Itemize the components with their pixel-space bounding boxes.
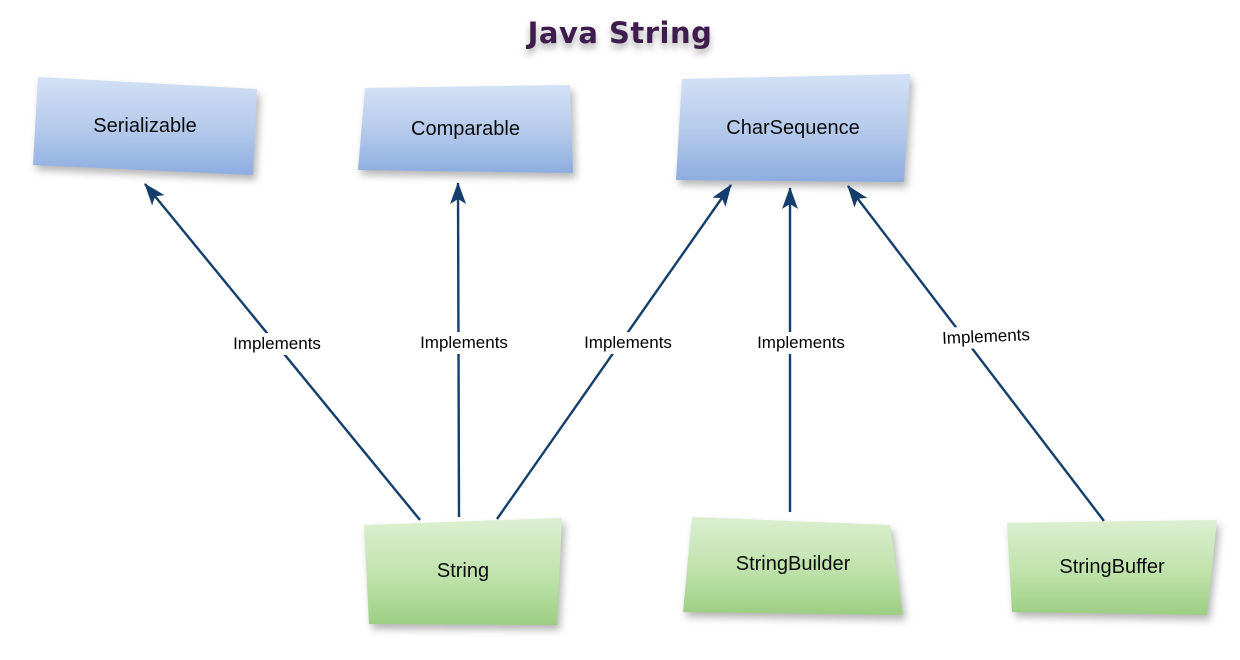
node-label: String [436, 559, 490, 582]
node-stringbuilder: StringBuilder [683, 512, 903, 616]
diagram-title: Java String [527, 16, 713, 50]
edge-stringbuffer-charsequence [847, 185, 1105, 522]
node-label: StringBuilder [735, 552, 851, 575]
interface-box: CharSequence [676, 74, 910, 182]
node-string: String [362, 515, 564, 627]
class-box: String [364, 518, 562, 625]
node-label: CharSequence [726, 116, 860, 139]
node-label: StringBuffer [1059, 555, 1165, 578]
edge-label: Implements [938, 323, 1034, 351]
edge-label: Implements [581, 332, 675, 354]
node-charsequence: CharSequence [676, 74, 910, 182]
class-box: StringBuilder [683, 517, 903, 615]
node-stringbuffer: StringBuffer [1007, 517, 1217, 617]
edge-label: Implements [417, 332, 511, 354]
class-box: StringBuffer [1007, 520, 1217, 615]
edge-label: Implements [754, 332, 848, 354]
edge-label: Implements [230, 333, 324, 355]
node-label: Comparable [411, 118, 520, 140]
node-serializable: Serializable [33, 76, 257, 176]
node-comparable: Comparable [358, 85, 573, 174]
node-label: Serializable [93, 114, 197, 137]
interface-box: Serializable [33, 77, 257, 175]
interface-box: Comparable [358, 85, 573, 173]
